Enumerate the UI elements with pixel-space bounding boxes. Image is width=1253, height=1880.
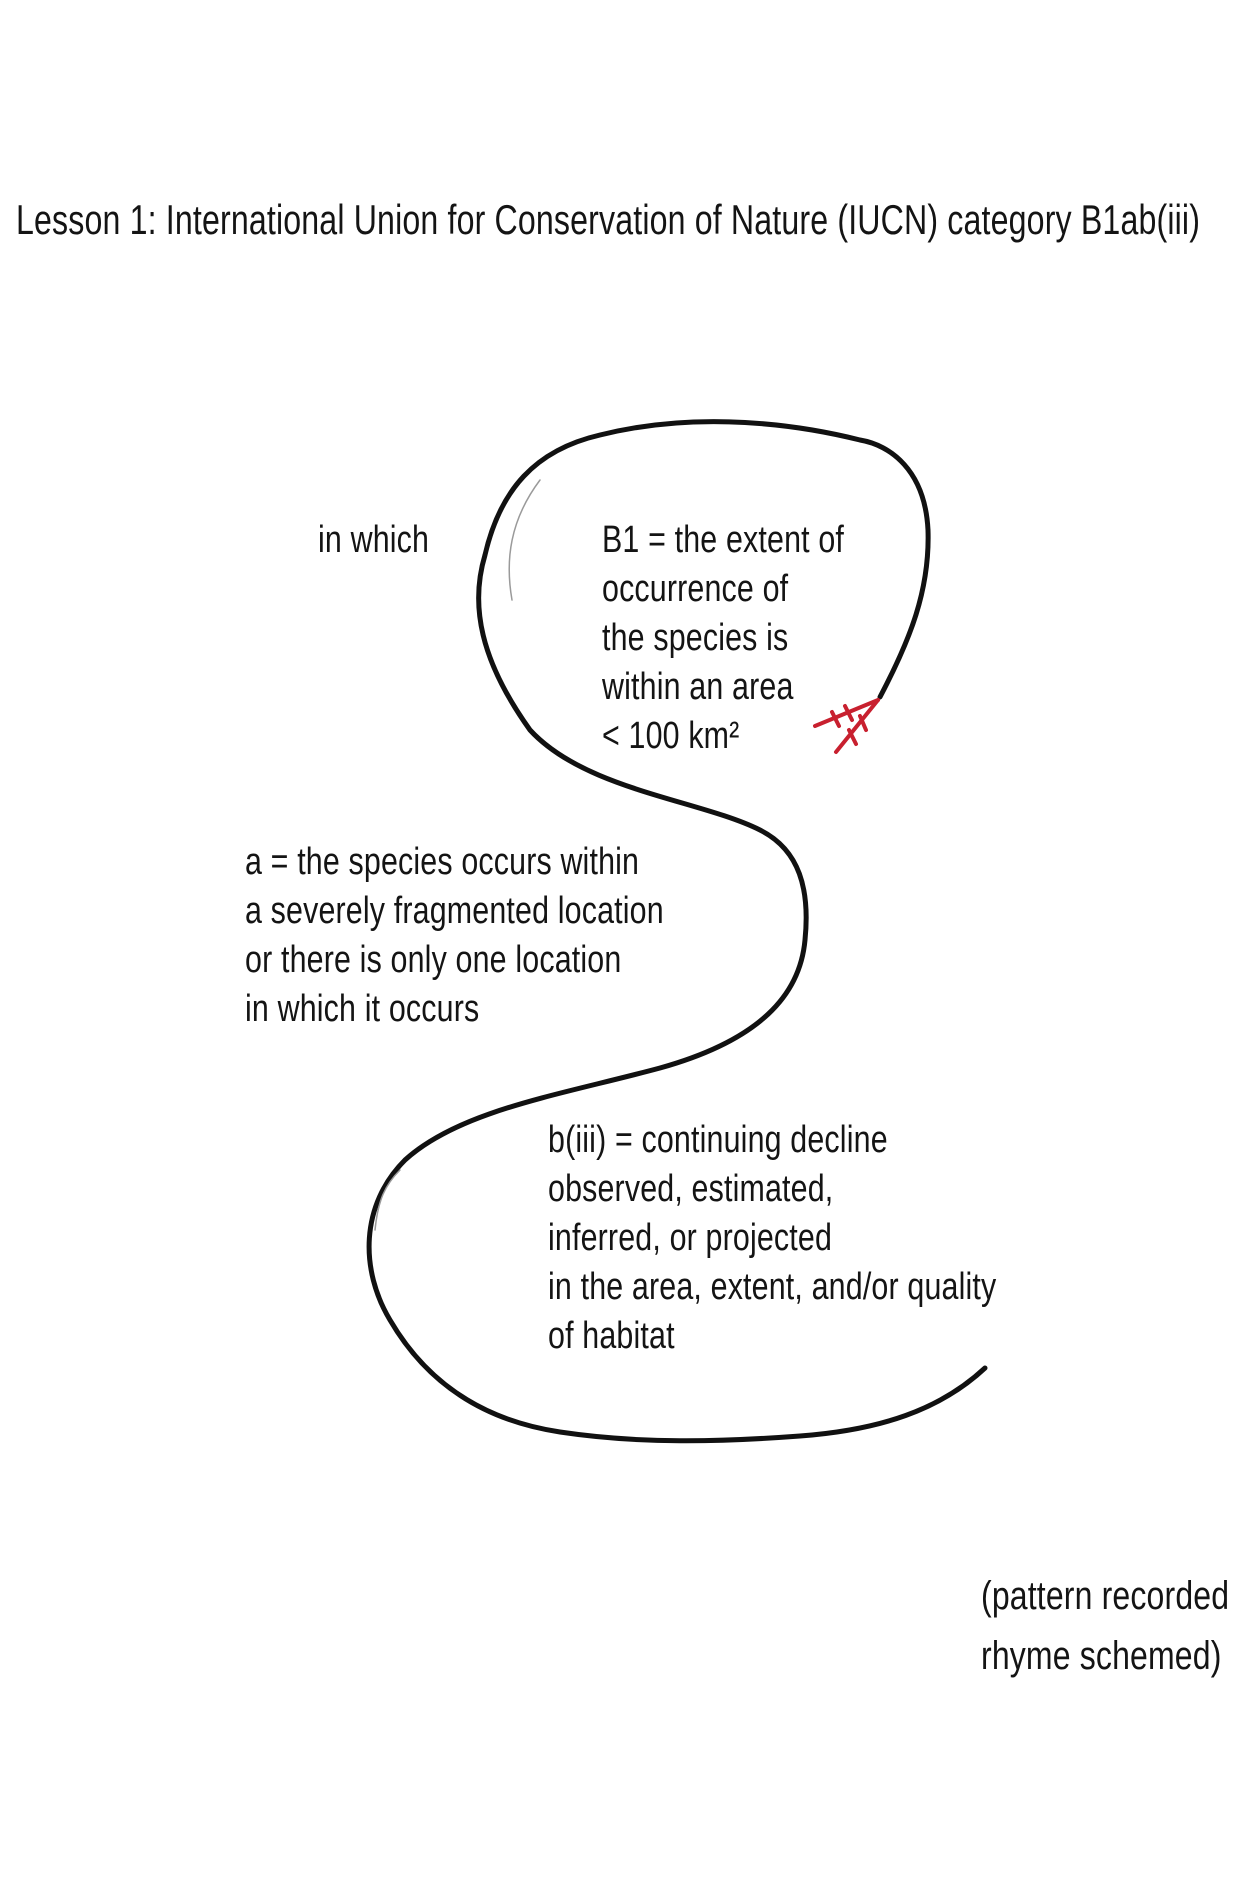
a-line: or there is only one location (245, 939, 622, 981)
s-curve-line (366, 419, 988, 1444)
b-iii-line: observed, estimated, (548, 1168, 834, 1210)
b-iii-definition: b(iii) = continuing decline observed, es… (548, 1116, 996, 1361)
b1-line: B1 = the extent of (602, 519, 845, 561)
footnote-line: (pattern recorded (981, 1574, 1230, 1618)
b1-line: the species is (602, 617, 789, 659)
b-iii-line: inferred, or projected (548, 1217, 833, 1259)
b-iii-line: b(iii) = continuing decline (548, 1119, 888, 1161)
a-line: in which it occurs (245, 988, 480, 1030)
b1-line: < 100 km² (602, 715, 740, 757)
b-iii-line: of habitat (548, 1315, 675, 1357)
b1-line: occurrence of (602, 568, 789, 610)
b1-line: within an area (602, 666, 794, 708)
page-title: Lesson 1: International Union for Conser… (16, 196, 1201, 243)
footnote-line: rhyme schemed) (981, 1634, 1222, 1678)
s-curve-sketch-line (374, 1169, 401, 1231)
in-which-label: in which (318, 519, 430, 561)
a-line: a = the species occurs within (245, 841, 640, 883)
a-definition: a = the species occurs within a severely… (245, 838, 664, 1034)
a-line: a severely fragmented location (245, 890, 664, 932)
footnote: (pattern recorded rhyme schemed) (981, 1566, 1229, 1686)
b1-definition: B1 = the extent of occurrence of the spe… (602, 516, 844, 761)
s-curve-sketch-line (508, 479, 541, 601)
red-arrow-tail-icon (813, 698, 880, 754)
b-iii-line: in the area, extent, and/or quality (548, 1266, 997, 1308)
